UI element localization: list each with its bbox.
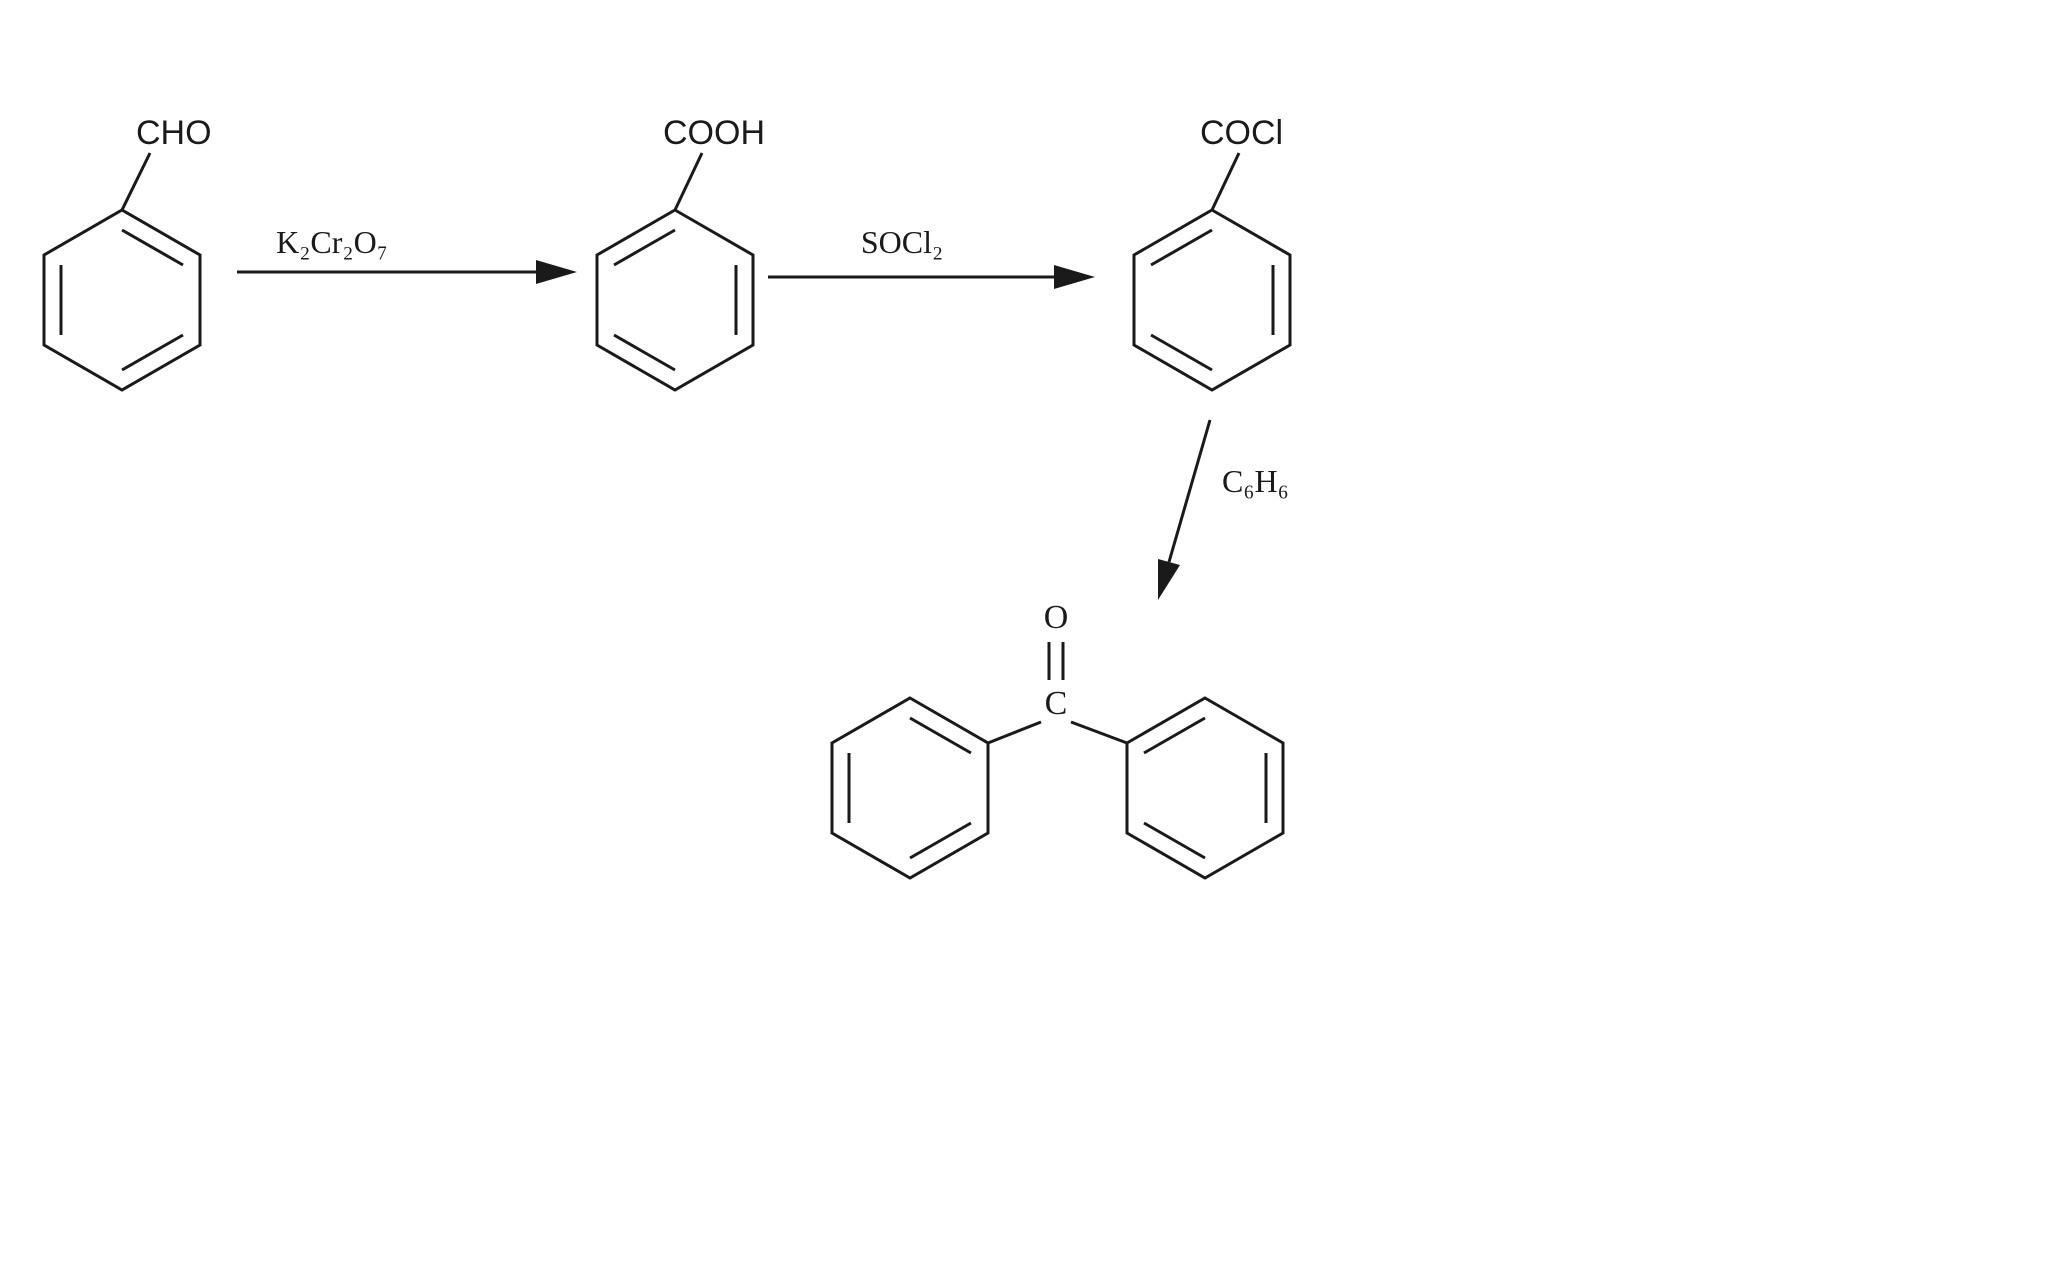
carbonyl-oxygen-label: O	[1044, 599, 1069, 636]
right-benzene-ring-outline	[1125, 696, 1285, 880]
left-benzene-double-bonds	[847, 716, 972, 860]
reaction-arrow-shaft	[1167, 419, 1212, 563]
benzoyl-chloride-structure: COCl	[1132, 114, 1292, 392]
step3-acylation-arrow: C₆H₆	[1158, 419, 1289, 600]
cocl-label: COCl	[1200, 114, 1283, 152]
benzene-double-bonds	[613, 228, 738, 372]
substituent-bond	[120, 152, 152, 211]
reaction-arrow-head	[536, 260, 577, 284]
cooh-label: COOH	[663, 114, 765, 152]
benzene-double-bonds	[1150, 228, 1275, 372]
left-benzene-ring-outline	[830, 696, 990, 880]
carbonyl-carbon-label: C	[1045, 685, 1068, 722]
benzoic-acid-structure: COOH	[595, 114, 765, 392]
benzophenone-structure: O C	[830, 599, 1285, 880]
substituent-bond	[1210, 152, 1241, 211]
reagent-label-dichromate: K₂Cr₂O₇	[276, 224, 388, 260]
reagent-label-benzene: C₆H₆	[1222, 463, 1289, 499]
cho-label: CHO	[136, 114, 212, 152]
carbon-right-ring-bond	[1070, 720, 1128, 745]
substituent-bond	[673, 152, 704, 211]
benzene-ring-outline	[42, 208, 202, 392]
carbon-left-ring-bond	[987, 720, 1042, 745]
carbonyl-double-bond	[1047, 642, 1065, 680]
benzaldehyde-structure: CHO	[42, 114, 212, 392]
reaction-arrow-head	[1054, 265, 1095, 289]
benzene-double-bonds	[59, 228, 184, 372]
benzene-ring-outline	[595, 208, 755, 392]
step2-chlorination-arrow: SOCl₂	[768, 224, 1095, 289]
step1-oxidation-arrow: K₂Cr₂O₇	[237, 224, 577, 284]
reaction-arrow-head	[1158, 559, 1180, 600]
benzene-ring-outline	[1132, 208, 1292, 392]
right-benzene-double-bonds	[1143, 716, 1268, 860]
reagent-label-thionyl-chloride: SOCl₂	[861, 224, 943, 260]
